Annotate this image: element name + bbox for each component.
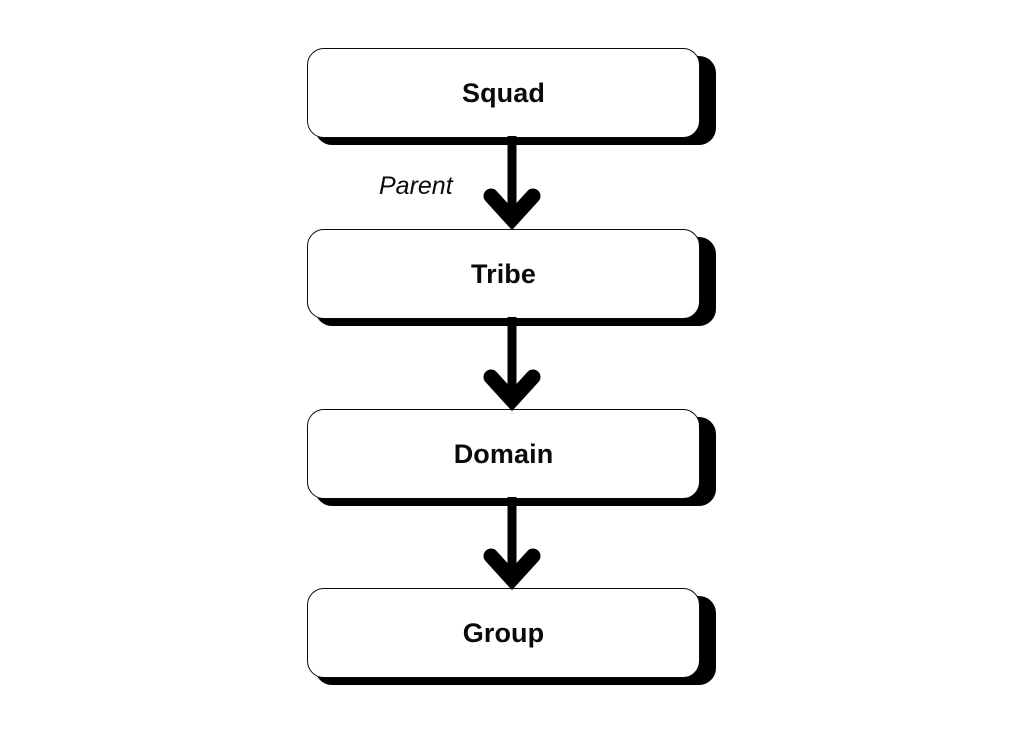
node-label-tribe: Tribe	[470, 258, 537, 289]
node-label-squad: Squad	[461, 77, 545, 108]
node-label-domain: Domain	[453, 438, 554, 469]
edge-label-parent: Parent	[379, 172, 453, 200]
down-arrow-icon	[483, 317, 541, 412]
node-squad[interactable]: Squad	[307, 48, 700, 138]
edge-squad-to-tribe	[478, 136, 546, 232]
down-arrow-icon	[483, 136, 541, 231]
node-tribe[interactable]: Tribe	[307, 229, 700, 319]
edge-domain-to-group	[478, 497, 546, 592]
node-group[interactable]: Group	[307, 588, 700, 678]
node-domain[interactable]: Domain	[307, 409, 700, 499]
node-label-group: Group	[462, 617, 545, 648]
down-arrow-icon	[483, 497, 541, 591]
edge-tribe-to-domain	[478, 317, 546, 413]
